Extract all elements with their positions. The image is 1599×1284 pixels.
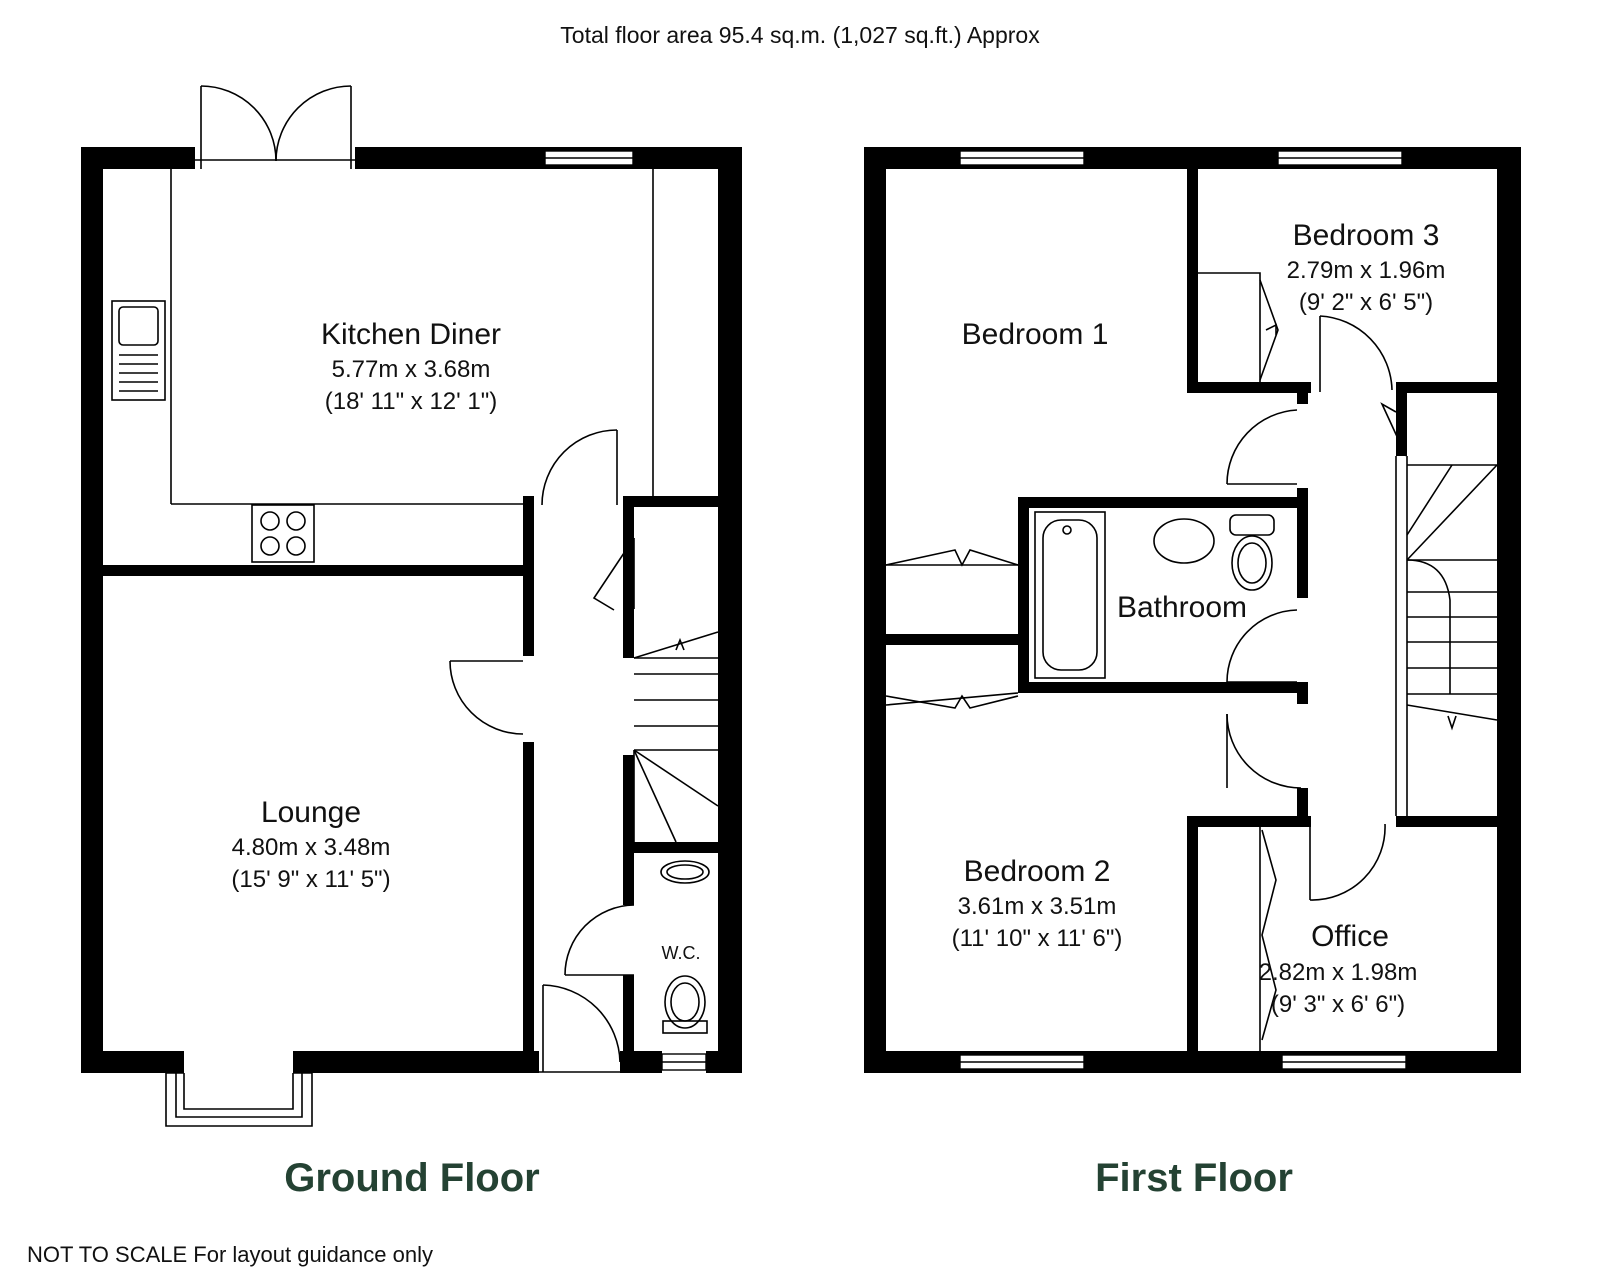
bedroom2-name: Bedroom 2	[964, 855, 1111, 888]
bathroom-left-wall	[1018, 497, 1029, 693]
hall-wall-lower	[523, 742, 534, 1052]
hob-icon	[251, 504, 315, 563]
stair-top-wall	[623, 496, 718, 507]
ground-bottom-wall-left	[81, 1051, 184, 1073]
first-floor-title: First Floor	[1095, 1156, 1293, 1200]
bedroom3-name: Bedroom 3	[1293, 219, 1440, 252]
total-floor-area: Total floor area 95.4 sq.m. (1,027 sq.ft…	[560, 22, 1040, 48]
kitchen-metric: 5.77m x 3.68m	[332, 356, 491, 383]
bedroom3-metric: 2.79m x 1.96m	[1287, 257, 1446, 284]
bathroom-bottom-wall	[1018, 682, 1308, 693]
first-left-wall	[864, 147, 886, 1073]
ground-bottom-wall-corner	[706, 1051, 742, 1073]
ground-floor-title: Ground Floor	[284, 1156, 540, 1200]
bedroom2-imperial: (11' 10" x 11' 6")	[952, 925, 1123, 952]
office-door-jamb	[1297, 788, 1308, 827]
bedroom3-bottom-wall-left	[1187, 382, 1311, 393]
kitchen-name: Kitchen Diner	[321, 318, 501, 351]
office-name: Office	[1311, 920, 1389, 953]
office-top-wall-left	[1187, 816, 1311, 827]
lounge-imperial: (15' 9" x 11' 5")	[231, 866, 390, 893]
wardrobes	[885, 549, 1019, 709]
bedroom1-name: Bedroom 1	[962, 318, 1109, 351]
wc-fixtures	[660, 860, 710, 1034]
bedroom2-office-wall	[1187, 816, 1198, 1052]
office-metric: 2.82m x 1.98m	[1259, 959, 1418, 986]
kitchen-imperial: (18' 11" x 12' 1")	[325, 388, 498, 415]
hall-wall-upper	[523, 496, 534, 656]
kitchen-lounge-wall	[103, 565, 523, 576]
office-imperial: (9' 3" x 6' 6")	[1271, 991, 1405, 1018]
ground-bottom-wall-mid	[293, 1051, 539, 1073]
hall-stub	[1297, 382, 1308, 404]
office-top-wall-right	[1396, 816, 1497, 827]
first-right-wall	[1497, 147, 1521, 1073]
ground-stairs	[633, 631, 719, 843]
bay-window	[165, 1072, 313, 1127]
bathroom-right-wall	[1297, 488, 1308, 598]
ground-top-wall-left	[81, 147, 195, 169]
bathroom-top-wall	[1018, 497, 1308, 508]
bedroom2-metric: 3.61m x 3.51m	[958, 893, 1117, 920]
wc-left-wall-upper	[623, 853, 634, 905]
ground-left-wall	[81, 147, 103, 1073]
stair-left-wall-lower	[623, 755, 634, 852]
toilet-icon	[1229, 514, 1275, 591]
lounge-metric: 4.80m x 3.48m	[232, 834, 391, 861]
bedroom3-left-wall	[1187, 169, 1198, 393]
ground-bottom-wall-right	[620, 1051, 662, 1073]
wc-name: W.C.	[662, 943, 701, 963]
bedroom3-imperial: (9' 2" x 6' 5")	[1299, 289, 1433, 316]
bathroom-door-jamb	[1297, 682, 1308, 704]
ground-right-wall	[718, 147, 742, 1073]
ground-floor-plan: Kitchen Diner 5.77m x 3.68m (18' 11" x 1…	[81, 85, 742, 1200]
bedroom3-bottom-wall-right	[1396, 382, 1497, 393]
basin-icon	[1153, 518, 1215, 564]
wc-left-wall-lower	[623, 975, 634, 1052]
first-floor-plan: Bedroom 3 2.79m x 1.96m (9' 2" x 6' 5") …	[864, 147, 1521, 1200]
scale-note: NOT TO SCALE For layout guidance only	[27, 1242, 433, 1267]
first-stairs	[1380, 402, 1498, 816]
stairwell-top-wall	[1396, 382, 1407, 456]
wc-top-wall	[623, 842, 718, 853]
bath-icon	[1034, 511, 1106, 679]
bathroom-name: Bathroom	[1117, 591, 1247, 624]
kitchen-sink-icon	[111, 300, 166, 401]
french-doors	[195, 85, 355, 169]
lounge-name: Lounge	[261, 796, 361, 829]
stair-left-wall-upper	[623, 496, 634, 658]
